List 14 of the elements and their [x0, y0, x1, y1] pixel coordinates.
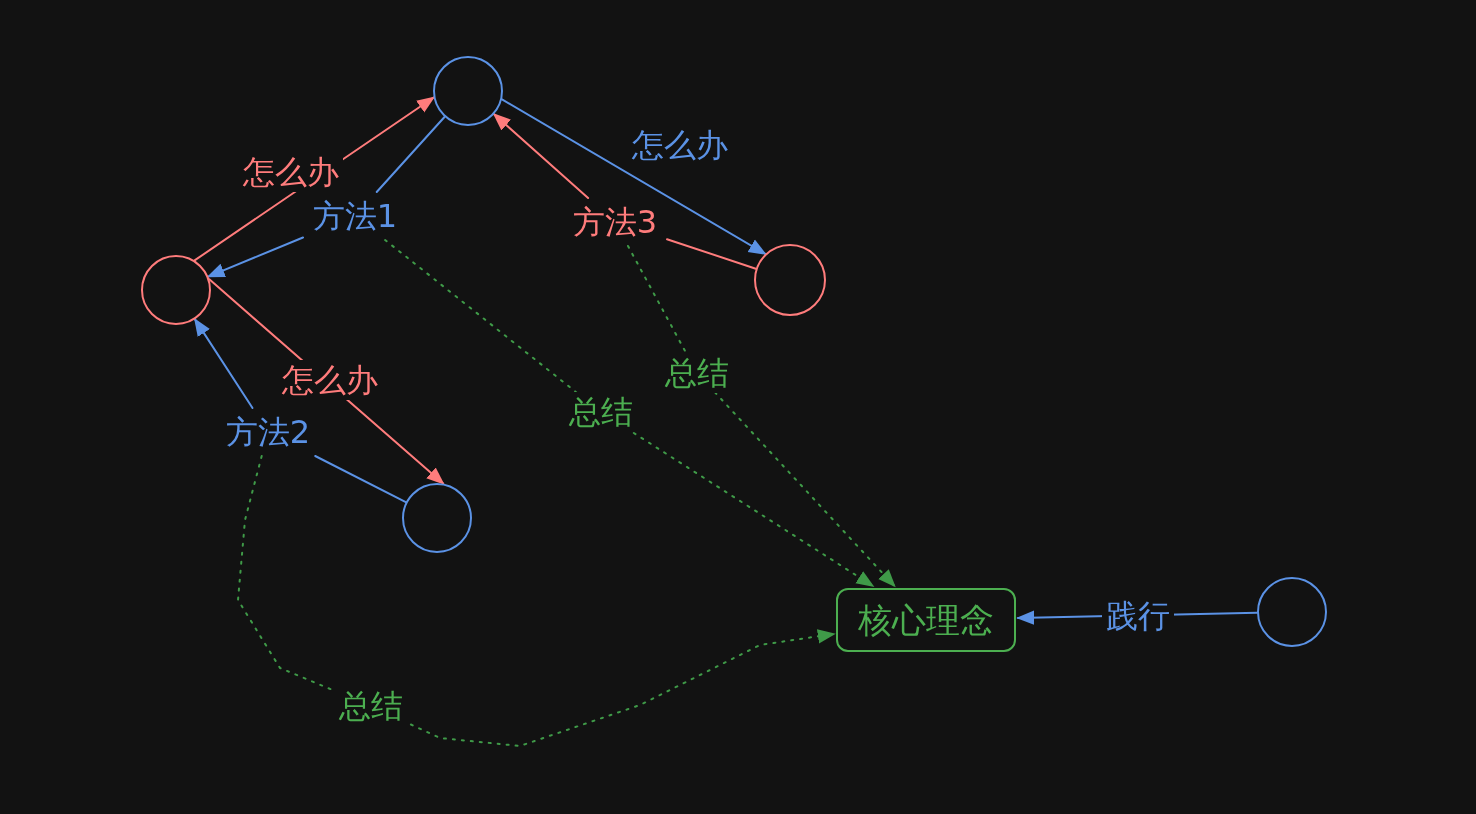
dotted-arrow: [237, 455, 836, 747]
concept-box: 核心理念: [836, 588, 1016, 652]
dotted-arrow: [627, 245, 896, 588]
arrow: [501, 98, 767, 255]
connector-line: [314, 455, 407, 504]
connector-line: [666, 238, 757, 270]
arrow: [206, 236, 304, 278]
dotted-arrow: [384, 239, 875, 587]
arrow: [492, 113, 590, 199]
text-label: 方法3: [565, 200, 665, 244]
text-label: 方法2: [218, 410, 318, 454]
text-label: 方法1: [305, 194, 405, 238]
connector-line: [375, 116, 446, 193]
arrow: [194, 317, 254, 409]
